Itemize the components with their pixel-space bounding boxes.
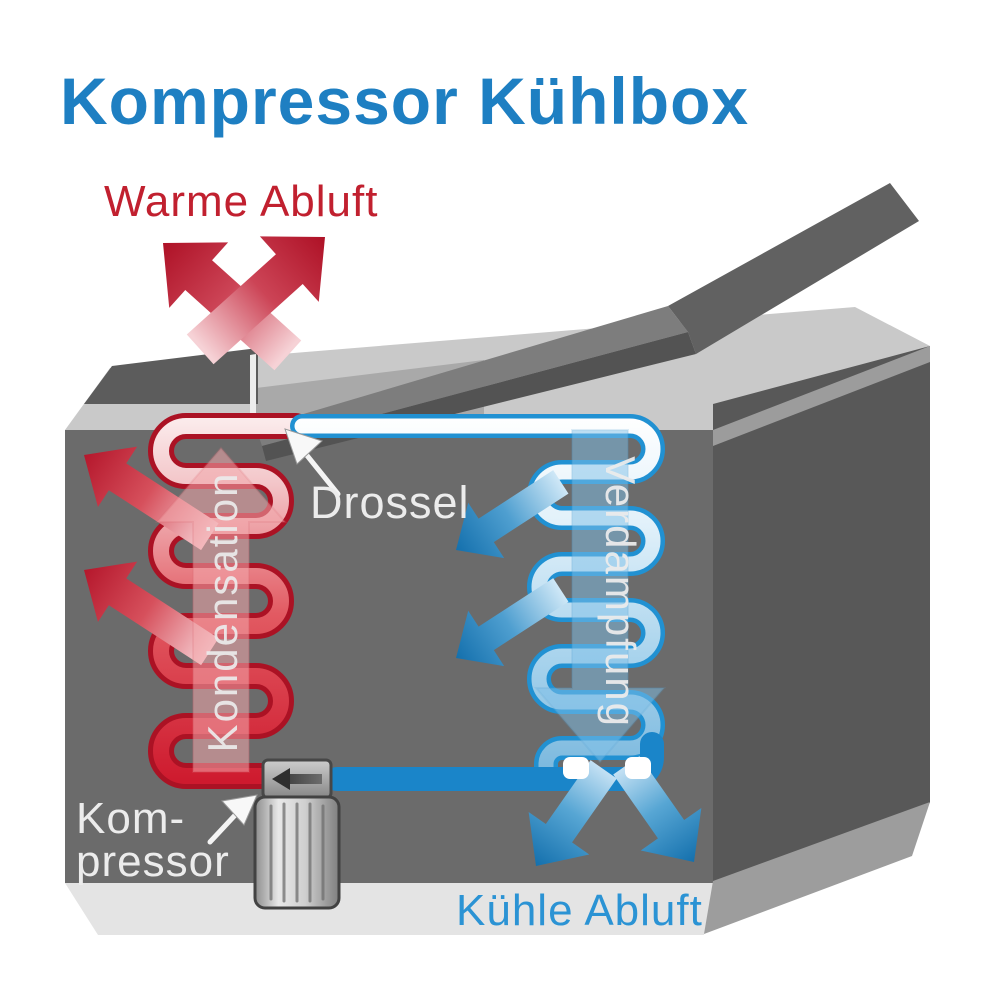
throttle-label: Drossel	[310, 477, 470, 528]
heat-out-arrow-lower-icon	[84, 561, 219, 666]
warm-exhaust-arrows	[163, 236, 325, 371]
compressor-pointer-icon	[207, 794, 258, 845]
lid-open-outer-segment	[668, 183, 919, 354]
warm-exhaust-label: Warme Abluft	[104, 177, 378, 226]
throttle-pointer-icon	[284, 428, 341, 497]
box-right-face	[713, 346, 930, 883]
compressor	[253, 758, 341, 910]
lid-hinge-gap	[250, 354, 256, 428]
box-bottom-right-bevel	[704, 802, 930, 934]
lid-open-top-face	[256, 306, 688, 446]
evaporation-flow-arrow-icon	[533, 429, 667, 764]
diagram-title: Kompressor Kühlbox	[60, 64, 749, 138]
compressor-label-line2: pressor	[76, 837, 230, 886]
cool-exhaust-label: Kühle Abluft	[456, 886, 703, 935]
pipe-gap-right	[625, 757, 651, 779]
pipe-gap-left	[563, 757, 589, 779]
cool-air-arrow-right-icon	[613, 756, 702, 862]
cold-out-arrow-upper-icon	[456, 470, 569, 559]
cool-air-arrow-left-icon	[528, 760, 617, 866]
condenser-tube-fill	[153, 418, 304, 784]
lid-closed-part	[84, 348, 258, 404]
condensation-flow-arrow-icon	[154, 446, 288, 773]
compressor-inlet-arrow-icon	[272, 768, 322, 790]
compressor-label-line1: Kom-	[76, 794, 185, 843]
warm-arrow-right-icon	[186, 236, 325, 365]
heat-out-arrow-upper-icon	[84, 446, 219, 551]
cold-out-arrow-lower-icon	[456, 578, 569, 667]
box-top-right-bevel	[713, 346, 930, 446]
compressor-body-ribs	[269, 802, 325, 903]
evaporator-coil: Verdampfung	[290, 414, 702, 866]
condensation-label: Kondensation	[199, 472, 246, 753]
evaporation-label: Verdampfung	[597, 456, 644, 728]
box-bottom-strip	[65, 883, 713, 935]
condenser-coil: Kondensation	[84, 413, 309, 789]
